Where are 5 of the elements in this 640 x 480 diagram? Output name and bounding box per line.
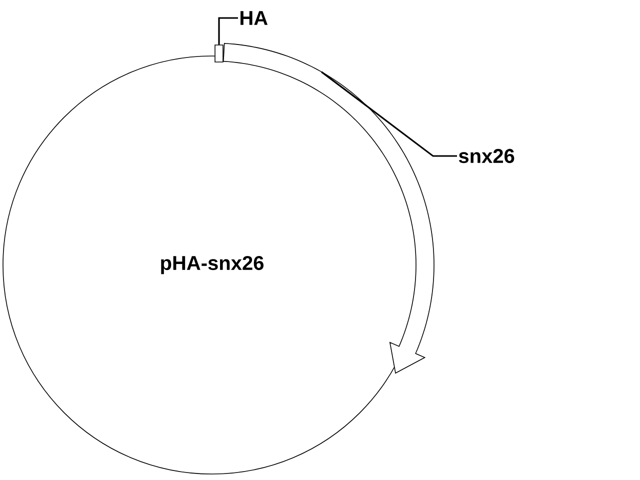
feature-box [214,44,224,62]
feature-label: HA [240,11,268,25]
leader-line [321,71,457,157]
leader-line [218,17,238,45]
feature-label: snx26 [458,148,514,164]
